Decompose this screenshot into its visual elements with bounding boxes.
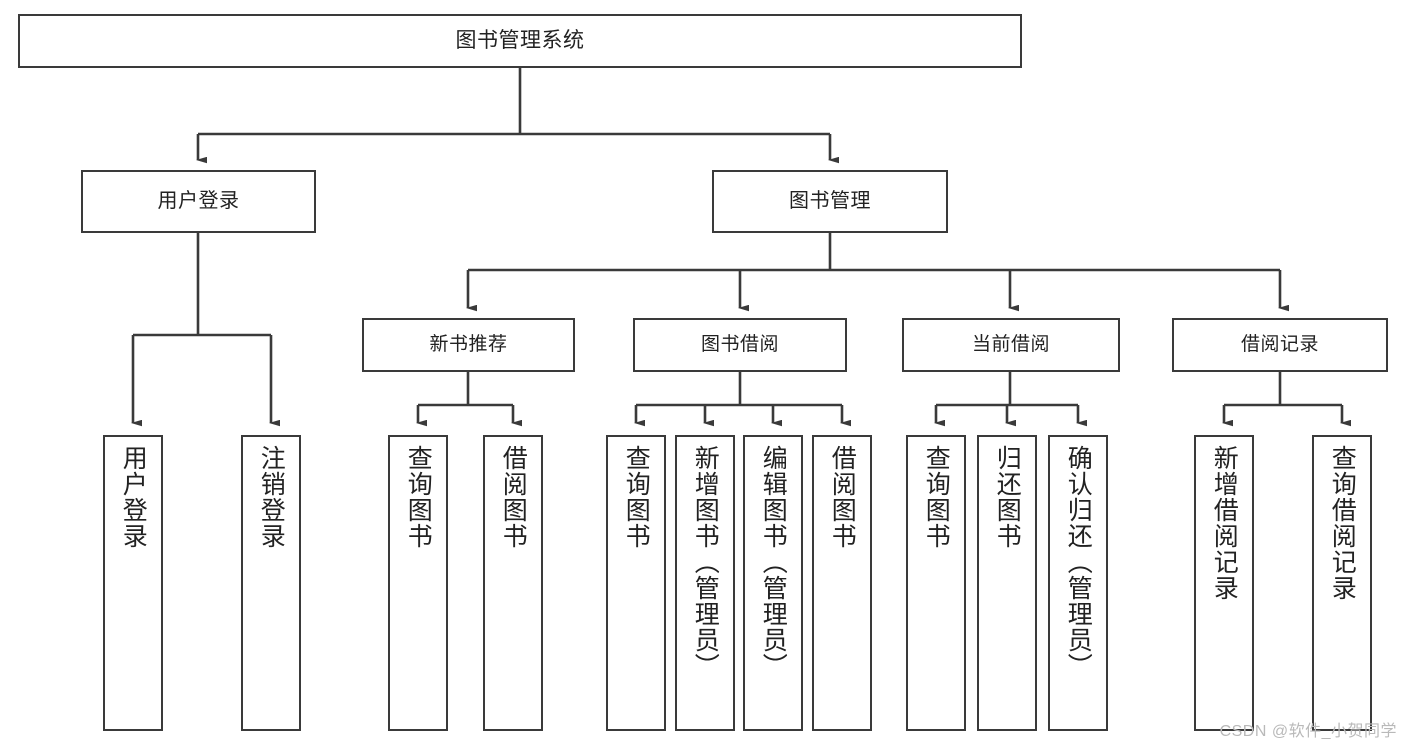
node-label: 图书管理: [789, 189, 871, 212]
node-leaf-return-book[interactable]: 归还图书: [977, 435, 1037, 731]
node-label: 查询借阅记录: [1328, 445, 1357, 601]
node-leaf-query-book-3[interactable]: 查询图书: [906, 435, 966, 731]
node-leaf-add-borrow-record[interactable]: 新增借阅记录: [1194, 435, 1254, 731]
node-leaf-edit-book-admin[interactable]: 编辑图书（管理员）: [743, 435, 803, 731]
node-leaf-confirm-return-admin[interactable]: 确认归还（管理员）: [1048, 435, 1108, 731]
node-label: 编辑图书（管理员）: [759, 445, 788, 679]
node-leaf-borrow-book-1[interactable]: 借阅图书: [483, 435, 543, 731]
node-leaf-logout-login[interactable]: 注销登录: [241, 435, 301, 731]
node-root-book-management-system[interactable]: 图书管理系统: [18, 14, 1022, 68]
node-label: 用户登录: [119, 445, 148, 549]
node-label: 图书借阅: [700, 333, 779, 355]
node-label: 归还图书: [993, 445, 1022, 549]
node-label: 查询图书: [404, 445, 433, 549]
node-leaf-borrow-book-2[interactable]: 借阅图书: [812, 435, 872, 731]
node-label: 确认归还（管理员）: [1064, 445, 1093, 679]
node-leaf-add-book-admin[interactable]: 新增图书（管理员）: [675, 435, 735, 731]
node-user-login[interactable]: 用户登录: [81, 170, 316, 233]
node-leaf-query-book-1[interactable]: 查询图书: [388, 435, 448, 731]
node-leaf-user-login[interactable]: 用户登录: [103, 435, 163, 731]
node-label: 用户登录: [157, 189, 240, 212]
watermark: CSDN @软件_小贺同学: [1219, 723, 1397, 740]
node-label: 借阅图书: [499, 445, 528, 549]
node-new-book-recommend[interactable]: 新书推荐: [362, 318, 575, 372]
node-label: 新增图书（管理员）: [691, 445, 720, 679]
node-label: 借阅图书: [828, 445, 857, 549]
node-borrow-record[interactable]: 借阅记录: [1172, 318, 1388, 372]
node-leaf-query-borrow-record[interactable]: 查询借阅记录: [1312, 435, 1372, 731]
node-current-borrow[interactable]: 当前借阅: [902, 318, 1120, 372]
node-label: 图书管理系统: [455, 28, 585, 52]
node-label: 注销登录: [257, 445, 286, 549]
node-label: 新增借阅记录: [1210, 445, 1239, 601]
node-book-manage[interactable]: 图书管理: [712, 170, 948, 233]
node-label: 查询图书: [922, 445, 951, 549]
node-label: 查询图书: [622, 445, 651, 549]
node-label: 借阅记录: [1240, 333, 1319, 355]
node-book-borrow[interactable]: 图书借阅: [633, 318, 847, 372]
node-label: 新书推荐: [429, 333, 508, 355]
node-label: 当前借阅: [971, 333, 1050, 355]
node-leaf-query-book-2[interactable]: 查询图书: [606, 435, 666, 731]
